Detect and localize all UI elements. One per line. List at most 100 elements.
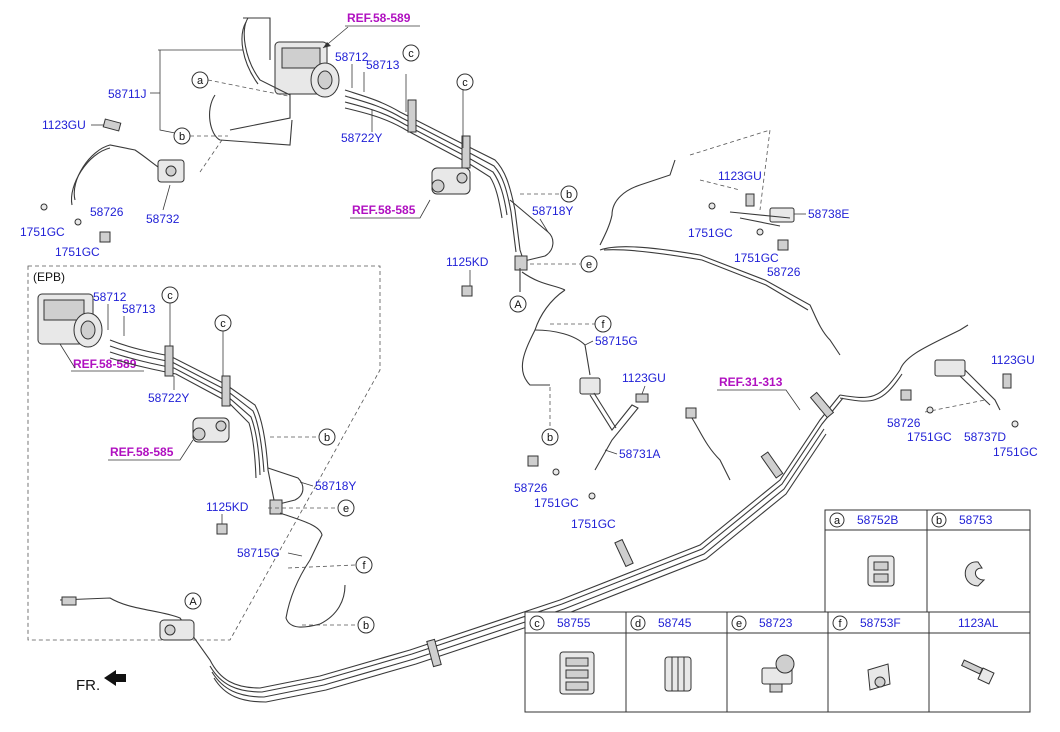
legend-part-58753: 58753 xyxy=(959,513,993,527)
legend-part-58723: 58723 xyxy=(759,616,793,630)
label-1123GU-4: 1123GU xyxy=(991,353,1035,367)
callout-c-top-1: c xyxy=(402,44,420,62)
label-58712-2: 58712 xyxy=(93,290,127,304)
ref-58-585-epb: REF.58-585 xyxy=(110,445,174,459)
bolt-58726-4 xyxy=(900,389,912,401)
ref-31-313: REF.31-313 xyxy=(719,375,783,389)
legend-letter-b: b xyxy=(936,515,942,527)
label-58722Y-1: 58722Y xyxy=(341,131,382,145)
bolt-1123GU-3 xyxy=(635,393,649,403)
label-1751GC-4: 1751GC xyxy=(734,251,779,265)
callout-a-top: a xyxy=(191,71,209,89)
clip-main-4 xyxy=(809,391,835,419)
legend-part-58745: 58745 xyxy=(658,616,692,630)
ref-58-589-top: REF.58-589 xyxy=(347,11,411,25)
clip-1751GC-8 xyxy=(1011,420,1019,428)
front-arrow-icon xyxy=(104,670,126,686)
label-1125KD-2: 1125KD xyxy=(206,500,249,514)
callout-A-front: A xyxy=(184,592,202,610)
proportioning-valve-epb xyxy=(192,417,230,443)
bolt-1123AL-icon xyxy=(961,659,995,685)
bracket-58737D xyxy=(934,359,966,377)
legend-letter-d: d xyxy=(635,618,641,630)
legend-part-58752B: 58752B xyxy=(857,513,898,527)
label-1751GC-5: 1751GC xyxy=(534,496,579,510)
clip-1751GC-3 xyxy=(708,202,716,210)
clip-58753-icon xyxy=(964,561,986,587)
svg-text:b: b xyxy=(566,189,572,201)
label-58715G-2: 58715G xyxy=(237,546,280,560)
fitting-front xyxy=(61,596,77,606)
abs-unit-top xyxy=(274,41,340,98)
label-58718Y-2: 58718Y xyxy=(315,479,356,493)
bolt-1123GU-1 xyxy=(102,118,122,132)
epb-label: (EPB) xyxy=(33,270,65,284)
clip-main-1 xyxy=(426,638,442,668)
label-58726-1: 58726 xyxy=(90,205,124,219)
bracket-58738E xyxy=(769,207,795,223)
label-58722Y-2: 58722Y xyxy=(148,391,189,405)
svg-text:c: c xyxy=(462,77,468,89)
label-58711J: 58711J xyxy=(108,87,146,101)
callout-f-epb: f xyxy=(355,556,373,574)
svg-text:b: b xyxy=(547,432,553,444)
ref-58-585-top: REF.58-585 xyxy=(352,203,416,217)
label-1751GC-6: 1751GC xyxy=(571,517,616,531)
label-58715G-1: 58715G xyxy=(595,334,638,348)
bracket-58732 xyxy=(157,159,185,183)
label-58737D: 58737D xyxy=(964,430,1006,444)
pipe-top-left xyxy=(229,17,291,131)
front-bracket-A xyxy=(159,619,195,641)
proportioning-valve-top xyxy=(431,167,471,195)
callout-c-top-2: c xyxy=(456,73,474,91)
label-58738E: 58738E xyxy=(808,207,849,221)
brake-line-bundle-epb xyxy=(109,339,304,506)
label-58726-3: 58726 xyxy=(514,481,548,495)
clip-1751GC-5 xyxy=(552,468,560,476)
clip-58755-icon xyxy=(559,651,595,695)
hose-58715G-1 xyxy=(521,289,566,386)
legend-part-58755: 58755 xyxy=(557,616,591,630)
bracket-58711J xyxy=(158,49,243,135)
bracket-58731A xyxy=(579,377,601,395)
bolt-1125KD-2 xyxy=(216,523,228,535)
hose-58715G-epb xyxy=(279,512,323,628)
svg-text:b: b xyxy=(179,131,185,143)
clip-58752B-icon xyxy=(867,555,895,587)
callout-c-epb-2: c xyxy=(214,314,232,332)
pipe-rear-right xyxy=(839,324,969,398)
callout-b-right: b xyxy=(560,185,578,203)
front-direction-label: FR. xyxy=(76,677,100,694)
svg-text:b: b xyxy=(324,432,330,444)
svg-text:f: f xyxy=(601,319,605,331)
svg-text:a: a xyxy=(197,75,204,87)
clip-58723-icon xyxy=(761,654,795,693)
clip-c-top-1 xyxy=(407,99,417,133)
label-58732: 58732 xyxy=(146,212,180,226)
bolt-58726-3 xyxy=(527,455,539,467)
junction-epb xyxy=(269,499,283,515)
svg-text:b: b xyxy=(363,620,369,632)
callout-f-center: f xyxy=(594,315,612,333)
label-1123GU-3: 1123GU xyxy=(622,371,666,385)
svg-text:c: c xyxy=(408,48,414,60)
label-1751GC-8: 1751GC xyxy=(993,445,1038,459)
legend-letter-c: c xyxy=(534,618,540,630)
callout-b-center: b xyxy=(541,428,559,446)
label-1123GU-2: 1123GU xyxy=(718,169,762,183)
label-58713-2: 58713 xyxy=(122,302,156,316)
clip-1751GC-6 xyxy=(588,492,596,500)
label-1751GC-2: 1751GC xyxy=(55,245,100,259)
pipe-upper-right-2 xyxy=(599,246,841,356)
label-58713-1: 58713 xyxy=(366,58,400,72)
label-58712-1: 58712 xyxy=(335,50,369,64)
callout-b-epb: b xyxy=(318,428,336,446)
clip-58745-icon xyxy=(664,656,692,692)
label-58726-4: 58726 xyxy=(887,416,921,430)
callout-e-epb: e xyxy=(337,499,355,517)
legend-table: a 58752B b 58753 c 58755 d 58745 e 58723… xyxy=(524,509,1031,713)
clip-main-3 xyxy=(760,451,784,479)
legend-letter-a: a xyxy=(834,515,841,527)
